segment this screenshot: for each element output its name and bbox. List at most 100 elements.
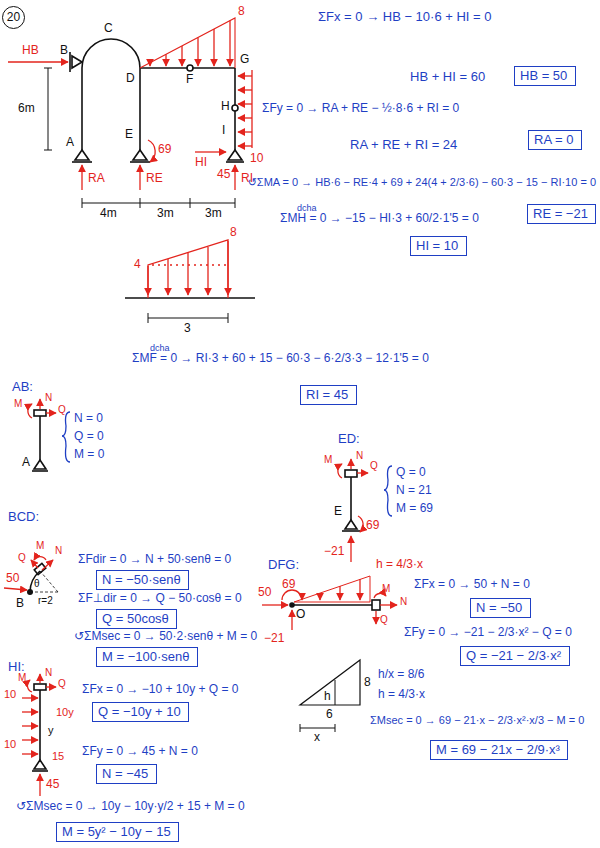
- result-text: M = 69 − 21x − 2/9·x³: [436, 742, 562, 758]
- point-label: 3: [184, 322, 191, 336]
- load-arrows: [4, 18, 397, 796]
- force-label: Q: [58, 404, 66, 416]
- force-label: N: [400, 596, 407, 608]
- equation: ED:: [338, 432, 360, 447]
- equation: ΣMH = 0 → −15 − HI·3 + 60/2·1'5 = 0: [280, 212, 479, 226]
- result-box: M = 5y² − 10y − 15: [56, 822, 179, 842]
- equation: M = 69: [396, 502, 433, 516]
- point-label: 8: [364, 676, 371, 690]
- result-text: Q = −10y + 10: [98, 704, 183, 720]
- result-box: M = 69 − 21x − 2/9·x³: [430, 740, 568, 760]
- point-label: 3m: [157, 207, 174, 221]
- equation: ↺ΣMsec = 0 → 50·2·senθ + M = 0: [74, 630, 257, 644]
- result-text: HB = 50: [520, 68, 570, 84]
- result-box: HB = 50: [514, 66, 576, 86]
- point-label: 6m: [18, 102, 35, 116]
- force-label: N: [45, 667, 52, 679]
- result-box: RA = 0: [528, 130, 582, 150]
- equation: ΣMsec = 0 → 69 − 21·x − 2/3·x²·x/3 − M =…: [370, 714, 584, 727]
- result-box: Q = −21 − 2/3·x²: [460, 646, 570, 666]
- equation: Q = 0: [74, 430, 104, 444]
- result-text: RI = 45: [306, 387, 351, 403]
- force-label: 10y: [56, 706, 74, 719]
- force-label: HB: [22, 44, 39, 58]
- force-label: 45: [46, 778, 59, 792]
- force-label: 10: [250, 152, 263, 166]
- force-label: Q: [58, 678, 66, 690]
- equation: N = 0: [74, 412, 103, 426]
- point-label: 4m: [100, 207, 117, 221]
- point-label: G: [240, 53, 249, 67]
- equation: h/x = 8/6: [378, 668, 424, 682]
- point-label: B: [60, 44, 68, 58]
- force-label: −21: [264, 632, 284, 646]
- result-text: N = −45: [102, 766, 151, 782]
- force-label: 15: [52, 750, 64, 763]
- result-text: RE = −21: [533, 206, 590, 222]
- frame: [28, 39, 380, 771]
- force-label: RE: [146, 172, 163, 186]
- point-label: E: [334, 505, 342, 519]
- point-label: A: [66, 136, 74, 150]
- force-label: N: [45, 392, 52, 404]
- point-label: H: [221, 100, 230, 114]
- point-label: h: [324, 690, 331, 704]
- point-label: B: [16, 597, 24, 611]
- result-box: RE = −21: [527, 204, 596, 224]
- equation: ΣFy = 0 → RA + RE − ½·8·6 + RI = 0: [262, 102, 459, 116]
- result-box: M = −100·senθ: [96, 647, 198, 667]
- result-text: M = −100·senθ: [102, 649, 192, 665]
- result-box: N = −45: [96, 764, 157, 784]
- result-text: Q = 50cosθ: [102, 611, 171, 627]
- equation: ↺ΣMA = 0 → HB·6 − RE·4 + 69 + 24(4 + 2/3…: [248, 176, 596, 189]
- equation: ΣF⊥dir = 0 → Q − 50·cosθ = 0: [78, 592, 242, 606]
- equation: ΣFx = 0 → HB − 10·6 + HI = 0: [318, 10, 492, 25]
- result-text: HI = 10: [416, 238, 461, 254]
- point-label: y: [48, 724, 54, 737]
- equation: ↺ΣMsec = 0 → 10y − 10y·y/2 + 15 + M = 0: [16, 800, 245, 814]
- force-label: 8: [230, 226, 237, 240]
- force-label: M: [324, 454, 332, 466]
- force-label: Q: [380, 614, 388, 626]
- equation: AB:: [12, 380, 33, 395]
- equation: ΣFdir = 0 → N + 50·senθ = 0: [78, 553, 231, 567]
- equation: RA + RE + RI = 24: [350, 138, 457, 153]
- force-label: RA: [88, 172, 105, 186]
- point-label: E: [125, 128, 133, 142]
- force-label: 4: [134, 258, 141, 272]
- force-label: N: [55, 545, 62, 557]
- force-label: h = 4/3·x: [376, 558, 423, 572]
- problem-number: 20: [2, 6, 25, 29]
- result-text: N = −50·senθ: [102, 572, 183, 588]
- point-label: D: [126, 72, 135, 86]
- result-text: M = 5y² − 10y − 15: [62, 824, 173, 840]
- equation: DFG:: [268, 558, 299, 573]
- force-label: −21: [324, 545, 344, 559]
- result-box: Q = 50cosθ: [96, 609, 177, 629]
- result-text: N = −50: [476, 600, 525, 616]
- point-label: x: [314, 731, 320, 745]
- point-label: r=2: [38, 595, 53, 607]
- result-text: Q = −21 − 2/3·x²: [466, 648, 564, 664]
- force-label: 69: [282, 578, 295, 592]
- point-label: A: [22, 456, 30, 470]
- force-label: M: [18, 672, 26, 684]
- point-label: 3m: [205, 207, 222, 221]
- result-box: Q = −10y + 10: [92, 702, 189, 722]
- force-label: 50: [258, 586, 271, 600]
- force-label: 10: [4, 738, 16, 751]
- force-label: 50: [6, 572, 19, 586]
- result-box: HI = 10: [410, 236, 467, 256]
- force-label: 69: [158, 143, 171, 157]
- brace: [62, 412, 392, 516]
- point-label: 6: [326, 708, 333, 722]
- equation: ΣFy = 0 → 45 + N = 0: [82, 745, 198, 759]
- equation: HB + HI = 60: [410, 70, 485, 85]
- point-label: I: [222, 124, 225, 138]
- problem-number-text: 20: [7, 10, 20, 24]
- force-label: Q: [18, 552, 26, 564]
- force-label: 45: [217, 168, 230, 182]
- equation: h = 4/3·x: [378, 688, 425, 702]
- equation: ΣMF = 0 → RI·3 + 60 + 15 − 60·3 − 6·2/3·…: [132, 352, 429, 366]
- equation: BCD:: [8, 510, 39, 525]
